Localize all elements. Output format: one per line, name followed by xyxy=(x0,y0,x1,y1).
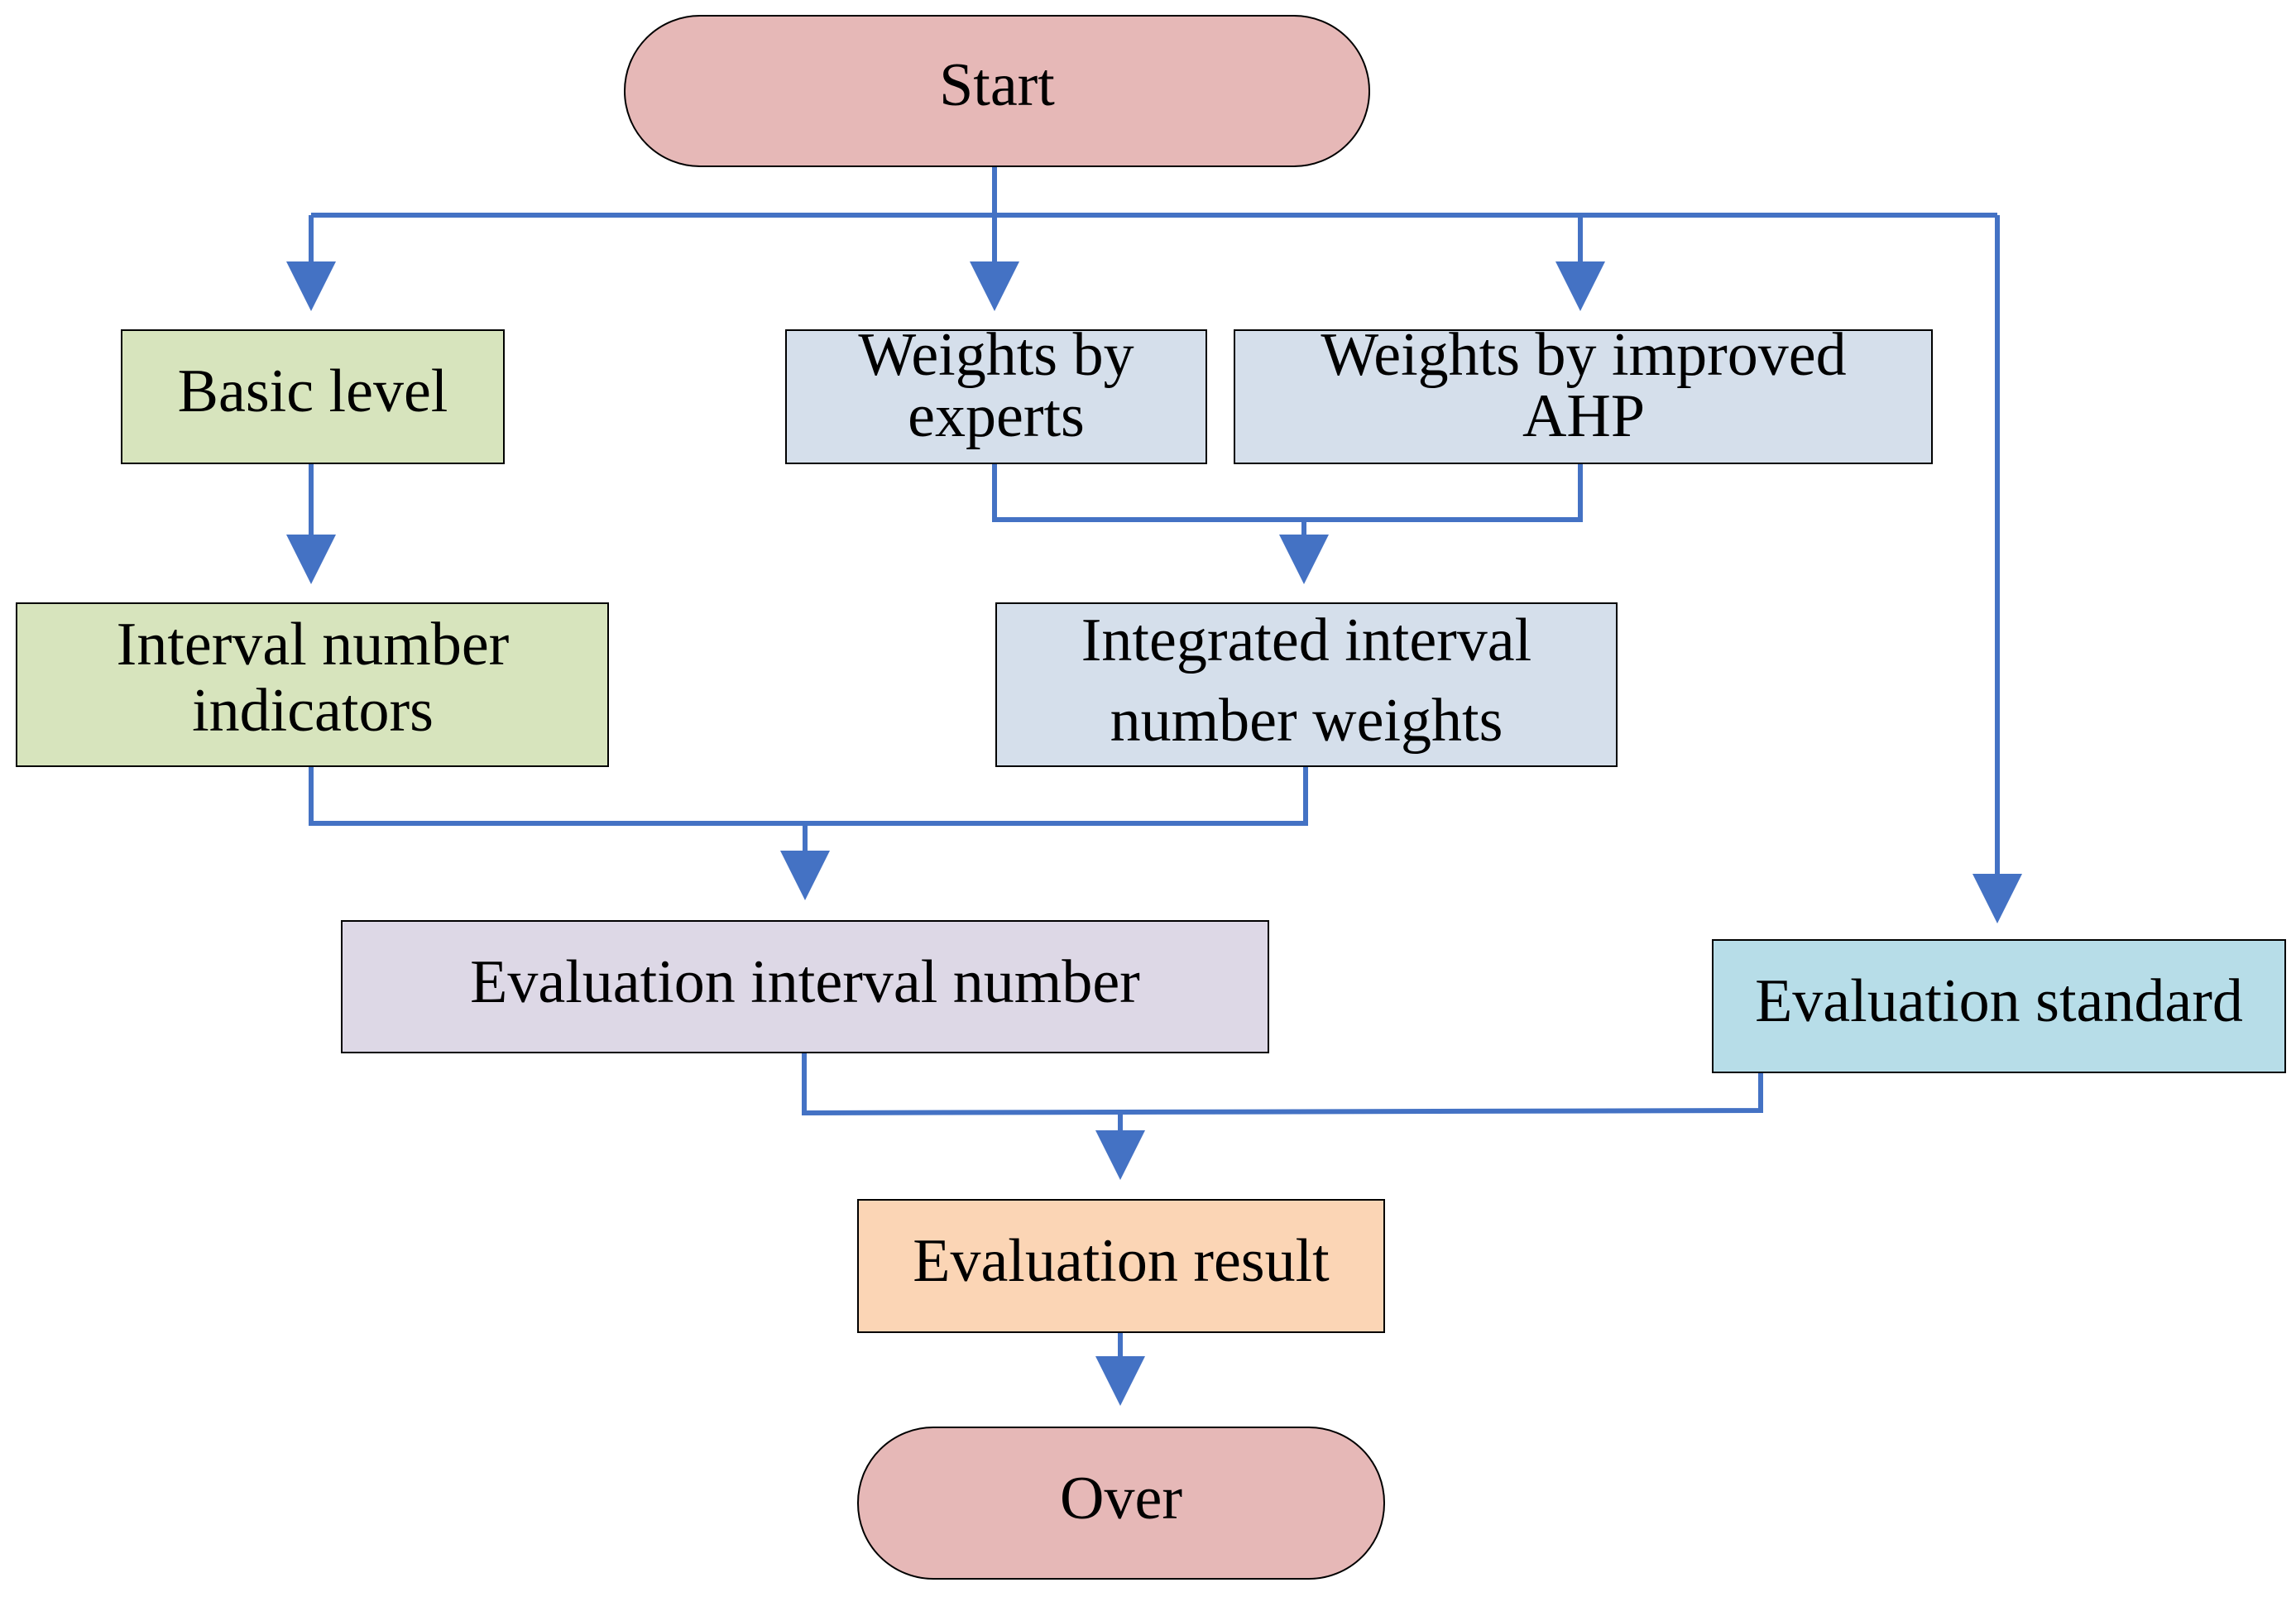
evaluation-interval-label: Evaluation interval number xyxy=(470,948,1140,1016)
connector-weights-merge xyxy=(992,463,1583,522)
start-terminal: Start xyxy=(624,15,1370,167)
basic-level-label: Basic level xyxy=(178,357,448,425)
interval-indicators-label-line1: Interval number xyxy=(117,611,510,679)
evaluation-result-label: Evaluation result xyxy=(913,1227,1330,1295)
integrated-weights-box: Integrated interval number weights xyxy=(995,602,1618,767)
evaluation-result-box: Evaluation result xyxy=(857,1199,1385,1333)
integrated-weights-label-line2: number weights xyxy=(1110,687,1503,755)
evaluation-standard-box: Evaluation standard xyxy=(1712,939,2286,1073)
interval-indicators-box: Interval number indicators xyxy=(16,602,609,767)
over-terminal: Over xyxy=(857,1427,1385,1580)
weights-experts-label-line1: Weights by xyxy=(858,321,1134,389)
weights-ahp-box: Weights by improved AHP xyxy=(1234,321,1933,464)
connector-indicators-integrated-merge xyxy=(309,766,1308,826)
integrated-weights-label-line1: Integrated interval xyxy=(1081,607,1531,674)
interval-indicators-label-line2: indicators xyxy=(192,677,434,745)
weights-experts-box: Weights by experts xyxy=(785,321,1207,464)
weights-experts-label-line2: experts xyxy=(908,382,1085,450)
over-label: Over xyxy=(1060,1465,1182,1532)
connectors xyxy=(286,165,2022,1406)
weights-ahp-label-line2: AHP xyxy=(1522,382,1645,450)
basic-level-box: Basic level xyxy=(121,329,505,464)
connector-evaluation-merge xyxy=(802,1053,1763,1116)
start-label: Start xyxy=(939,51,1055,119)
evaluation-interval-box: Evaluation interval number xyxy=(341,920,1269,1053)
evaluation-standard-label: Evaluation standard xyxy=(1755,967,2243,1035)
weights-ahp-label-line1: Weights by improved xyxy=(1321,321,1846,389)
